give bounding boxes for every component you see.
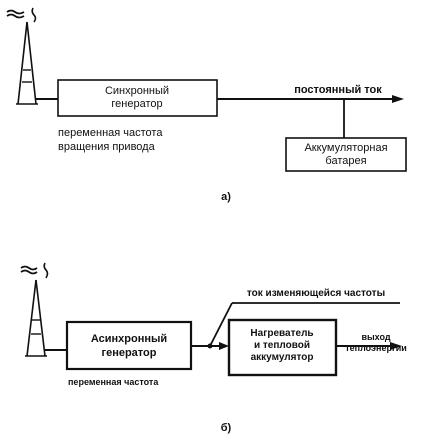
scheme-b-caption: б)	[221, 422, 232, 434]
text-line: переменная частота	[58, 127, 163, 139]
asynchronous-generator-label: Асинхронный генератор	[91, 333, 167, 359]
dc-output-arrowhead	[392, 95, 404, 103]
text-line: Синхронный	[105, 85, 169, 97]
scheme-b: Асинхронный генератор ток изменяющейся ча…	[20, 262, 407, 434]
text-line: генератор	[102, 347, 157, 359]
text-line: теплоэнергии	[345, 343, 407, 353]
dc-output-label: постоянный ток	[294, 84, 382, 96]
text-line: аккумулятор	[251, 352, 314, 363]
wind-turbine-tower-icon	[16, 21, 38, 105]
text-line: и тепловой	[254, 340, 310, 351]
text-line: Аккумуляторная	[304, 142, 387, 154]
text-line: батарея	[325, 155, 366, 167]
variable-frequency-branch-line	[209, 302, 233, 347]
wind-symbol-icon	[20, 262, 49, 279]
text-line: генератор	[111, 98, 162, 110]
heat-output-arrowhead	[390, 342, 402, 350]
heater-feed-arrowhead	[219, 342, 229, 350]
wind-symbol-icon	[6, 7, 37, 23]
variable-speed-note: переменная частота вращения привода	[58, 127, 163, 153]
scheme-a-caption: а)	[221, 191, 231, 203]
text-line: вращения привода	[58, 141, 156, 153]
variable-frequency-current-label: ток изменяющейся частоты	[247, 288, 385, 299]
text-line: Асинхронный	[91, 333, 167, 345]
text-line: Нагреватель	[250, 328, 313, 339]
wind-turbine-tower-icon	[25, 279, 47, 357]
asynchronous-generator-block: Асинхронный генератор	[65, 320, 193, 371]
text-line: выход	[361, 332, 390, 342]
variable-frequency-note: переменная частота	[68, 377, 159, 387]
